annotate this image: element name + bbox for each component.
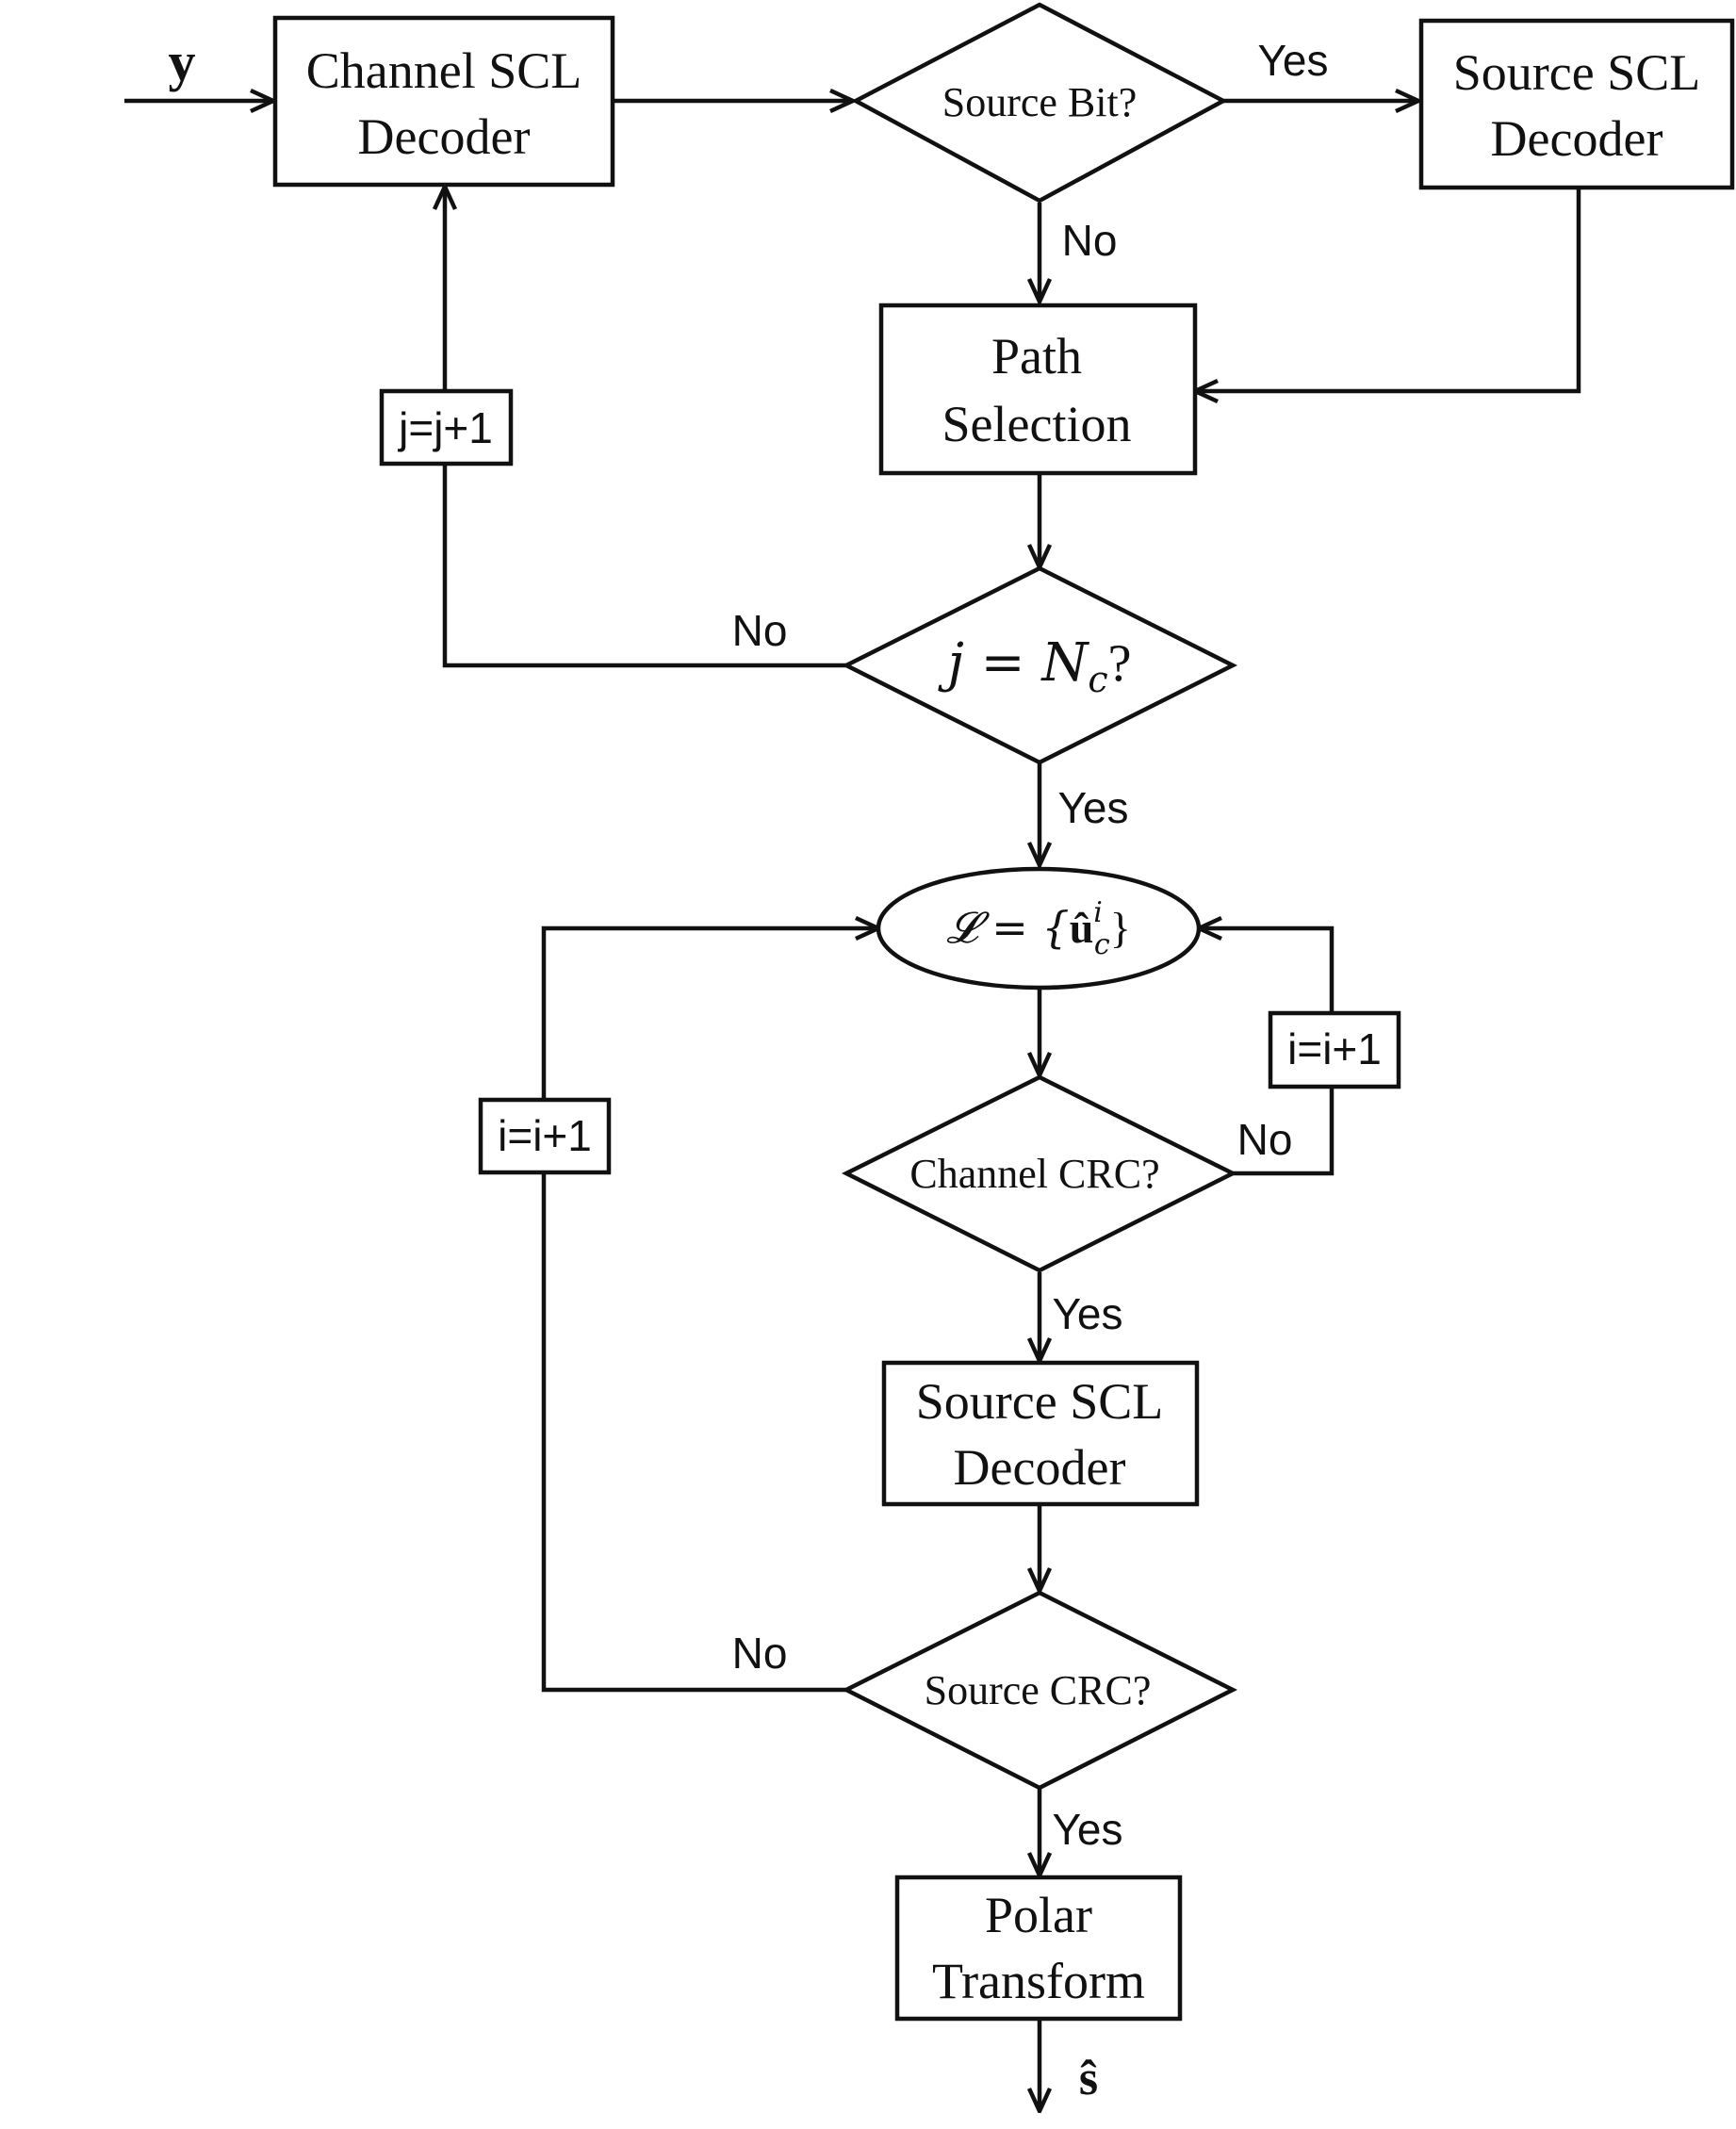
i-increment-right-label: i=i+1 — [1287, 1024, 1382, 1073]
path-selection-line1: Path — [991, 328, 1082, 385]
source-bit-decision: Source Bit? — [851, 2, 1228, 204]
list-ellipse — [876, 866, 1202, 991]
channel-crc-decision: Channel CRC? — [841, 1074, 1238, 1273]
j-check-label: j = Nc? — [937, 632, 1131, 700]
edges — [124, 101, 1581, 2111]
source-crc-yes-label: Yes — [1052, 1805, 1122, 1854]
input-signal-y: y — [169, 31, 196, 92]
path-selection-box — [878, 303, 1198, 476]
j-increment-label: j=j+1 — [397, 403, 493, 452]
source-crc-label: Source CRC? — [925, 1667, 1152, 1713]
channel-scl-decoder: Channel SCL Decoder — [272, 15, 615, 188]
source-scl-decoder-top-line2: Decoder — [1491, 110, 1663, 167]
channel-crc-yes-label: Yes — [1052, 1289, 1122, 1338]
i-increment-left-box — [478, 1097, 612, 1175]
edge-source-decoder-to-path-selection — [1195, 188, 1581, 391]
j-check-decision: j = Nc? — [841, 565, 1238, 765]
edge-source-crc-no-loop — [541, 1173, 846, 1693]
channel-scl-decoder-box — [272, 15, 615, 188]
output-signal-s-hat: ŝ — [1079, 2052, 1098, 2105]
polar-transform-box — [894, 1875, 1183, 2022]
j-check-no-label: No — [732, 606, 788, 655]
j-increment-box — [379, 388, 514, 467]
j-increment-counter: j=j+1 — [379, 388, 514, 467]
j-check-yes-label: Yes — [1057, 783, 1128, 832]
i-increment-right-box — [1268, 1010, 1401, 1089]
source-bit-yes-label: Yes — [1257, 36, 1328, 85]
polar-transform-line1: Polar — [985, 1887, 1092, 1943]
edge-j-check-no-loop — [442, 465, 846, 668]
i-increment-left-label: i=i+1 — [498, 1111, 592, 1160]
source-scl-decoder-bottom-line1: Source SCL — [916, 1373, 1164, 1430]
source-scl-decoder-top-line1: Source SCL — [1453, 44, 1701, 101]
source-bit-no-label: No — [1062, 216, 1118, 265]
source-scl-decoder-bottom-line2: Decoder — [954, 1439, 1126, 1496]
i-increment-right-counter: i=i+1 — [1268, 1010, 1401, 1089]
source-crc-decision: Source CRC? — [842, 1590, 1237, 1791]
source-crc-no-label: No — [732, 1629, 788, 1678]
source-bit-label: Source Bit? — [942, 79, 1138, 125]
j-check-diamond — [841, 565, 1238, 765]
channel-crc-label: Channel CRC? — [909, 1151, 1159, 1197]
edge-channel-crc-no-loop — [1233, 1088, 1335, 1176]
polar-transform: Polar Transform — [894, 1875, 1183, 2022]
path-selection-line2: Selection — [942, 396, 1132, 452]
edge-i-increment-right-to-list — [1199, 928, 1335, 1012]
i-increment-left-counter: i=i+1 — [478, 1097, 612, 1175]
polar-transform-line2: Transform — [932, 1953, 1145, 2009]
edge-i-increment-left-to-list — [541, 928, 878, 1099]
source-scl-decoder-top-box — [1418, 18, 1735, 190]
source-scl-decoder-bottom-box — [881, 1360, 1200, 1507]
path-selection: Path Selection — [878, 303, 1198, 476]
source-scl-decoder-top: Source SCL Decoder — [1418, 18, 1735, 190]
source-crc-diamond — [842, 1590, 1237, 1791]
channel-scl-decoder-line2: Decoder — [358, 108, 531, 165]
source-scl-decoder-bottom: Source SCL Decoder — [881, 1360, 1200, 1507]
source-bit-diamond — [851, 2, 1228, 204]
channel-crc-no-label: No — [1237, 1115, 1293, 1164]
channel-scl-decoder-line1: Channel SCL — [306, 42, 582, 99]
channel-crc-diamond — [841, 1074, 1238, 1273]
